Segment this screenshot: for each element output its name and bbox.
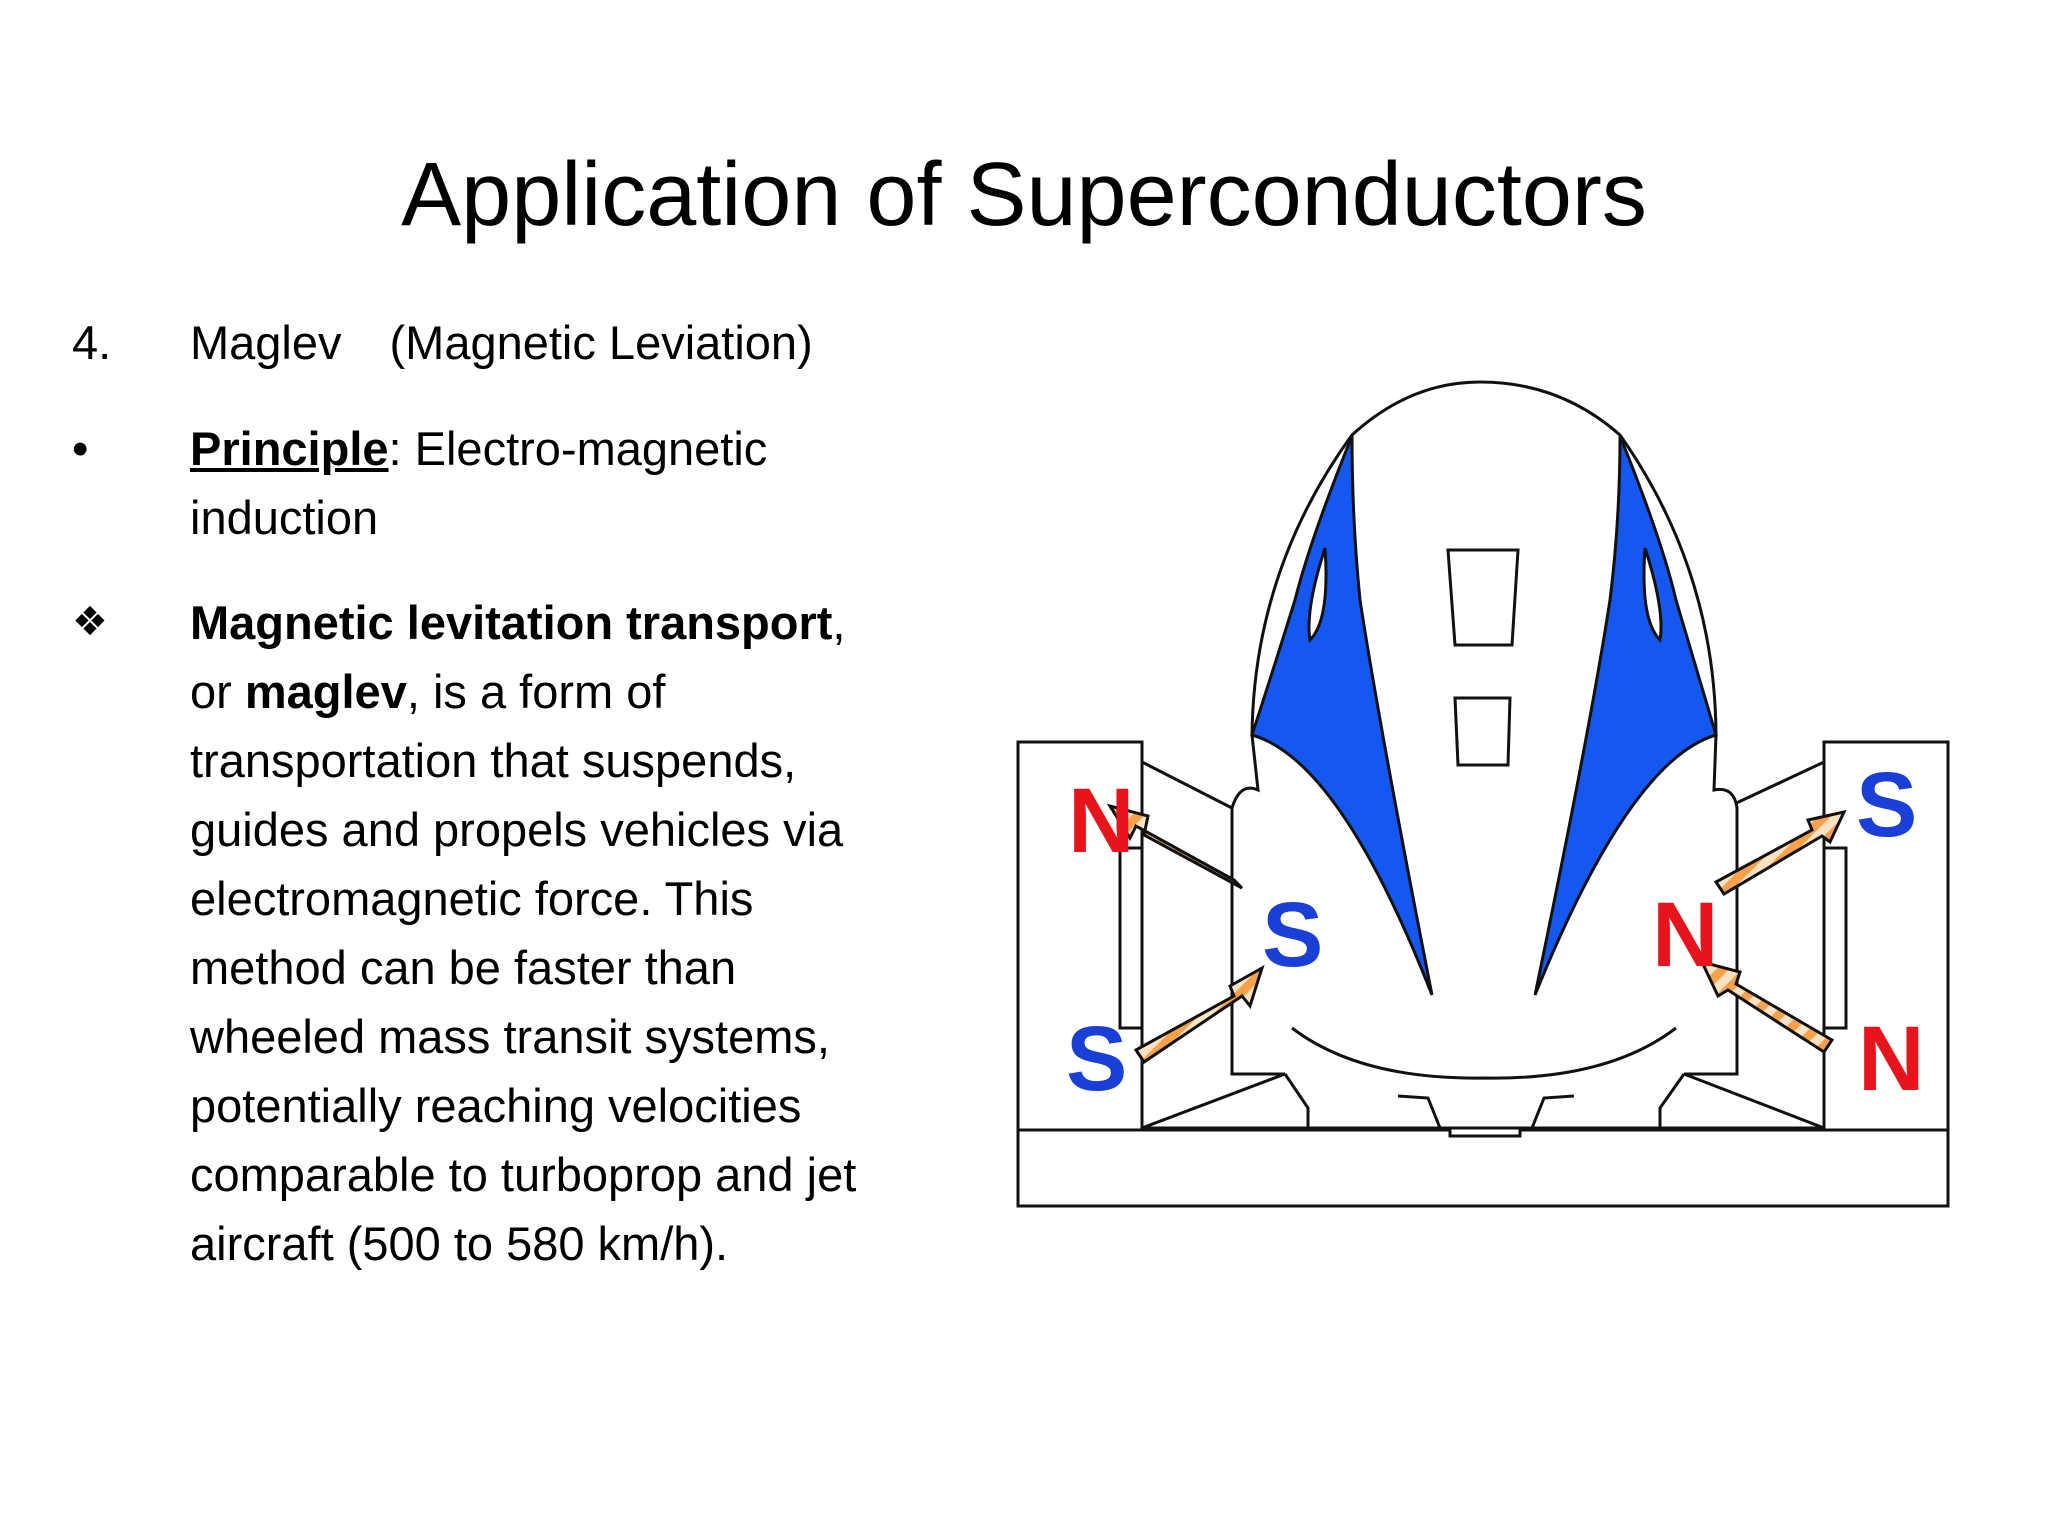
description-line: transportation that suspends,: [190, 734, 797, 787]
window-upper: [1446, 548, 1520, 647]
slide-title: Application of Superconductors: [401, 145, 1647, 245]
item-detail: (Magnetic Leviation): [389, 316, 813, 369]
item-name: Maglev: [190, 316, 342, 369]
arrow-icon: [1133, 964, 1265, 1065]
arrow-icon: [1699, 959, 1835, 1055]
description-line: Magnetic levitation transport,: [190, 596, 846, 649]
principle-label: Principle: [190, 422, 389, 475]
guideway-base: [1016, 1128, 1950, 1208]
force-arrows: [1106, 803, 1847, 1065]
description-line: method can be faster than: [190, 941, 737, 994]
description-line: potentially reaching velocities: [190, 1079, 802, 1132]
pole-label-left-top: N: [1068, 770, 1134, 872]
bullet-icon: •: [72, 422, 89, 475]
pole-label-left-bottom: S: [1066, 1008, 1127, 1110]
window-lower: [1453, 696, 1512, 767]
description-line: comparable to turboprop and jet: [190, 1148, 857, 1201]
arrow-icon: [1713, 809, 1847, 897]
pole-label-right-inner: N: [1652, 884, 1718, 986]
left-stripe: [1250, 435, 1434, 996]
vehicle: [1141, 380, 1825, 1138]
principle-separator: :: [388, 422, 402, 475]
maglev-diagram: N S S N S N: [1010, 370, 1970, 1230]
right-coil: [1822, 846, 1848, 1030]
diamond-bullet-icon: ❖: [72, 600, 108, 644]
principle-text-line1: Electro-magnetic: [401, 422, 768, 475]
pole-label-left-inner: S: [1262, 884, 1323, 986]
description-line: electromagnetic force. This: [190, 872, 754, 925]
right-stripe: [1533, 435, 1718, 996]
description-line: guides and propels vehicles via: [190, 803, 844, 856]
principle-text-line2: induction: [190, 491, 379, 544]
pole-label-right-top: S: [1856, 754, 1917, 856]
description-line: wheeled mass transit systems,: [190, 1010, 830, 1063]
arrow-icon: [1106, 803, 1244, 890]
left-coil: [1118, 846, 1144, 1030]
description-line: aircraft (500 to 580 km/h).: [190, 1217, 729, 1270]
list-number: 4.: [72, 316, 112, 369]
pole-label-right-bottom: N: [1858, 1008, 1924, 1110]
description-line: or maglev, is a form of: [190, 665, 666, 718]
guideway: [1016, 740, 1950, 1208]
